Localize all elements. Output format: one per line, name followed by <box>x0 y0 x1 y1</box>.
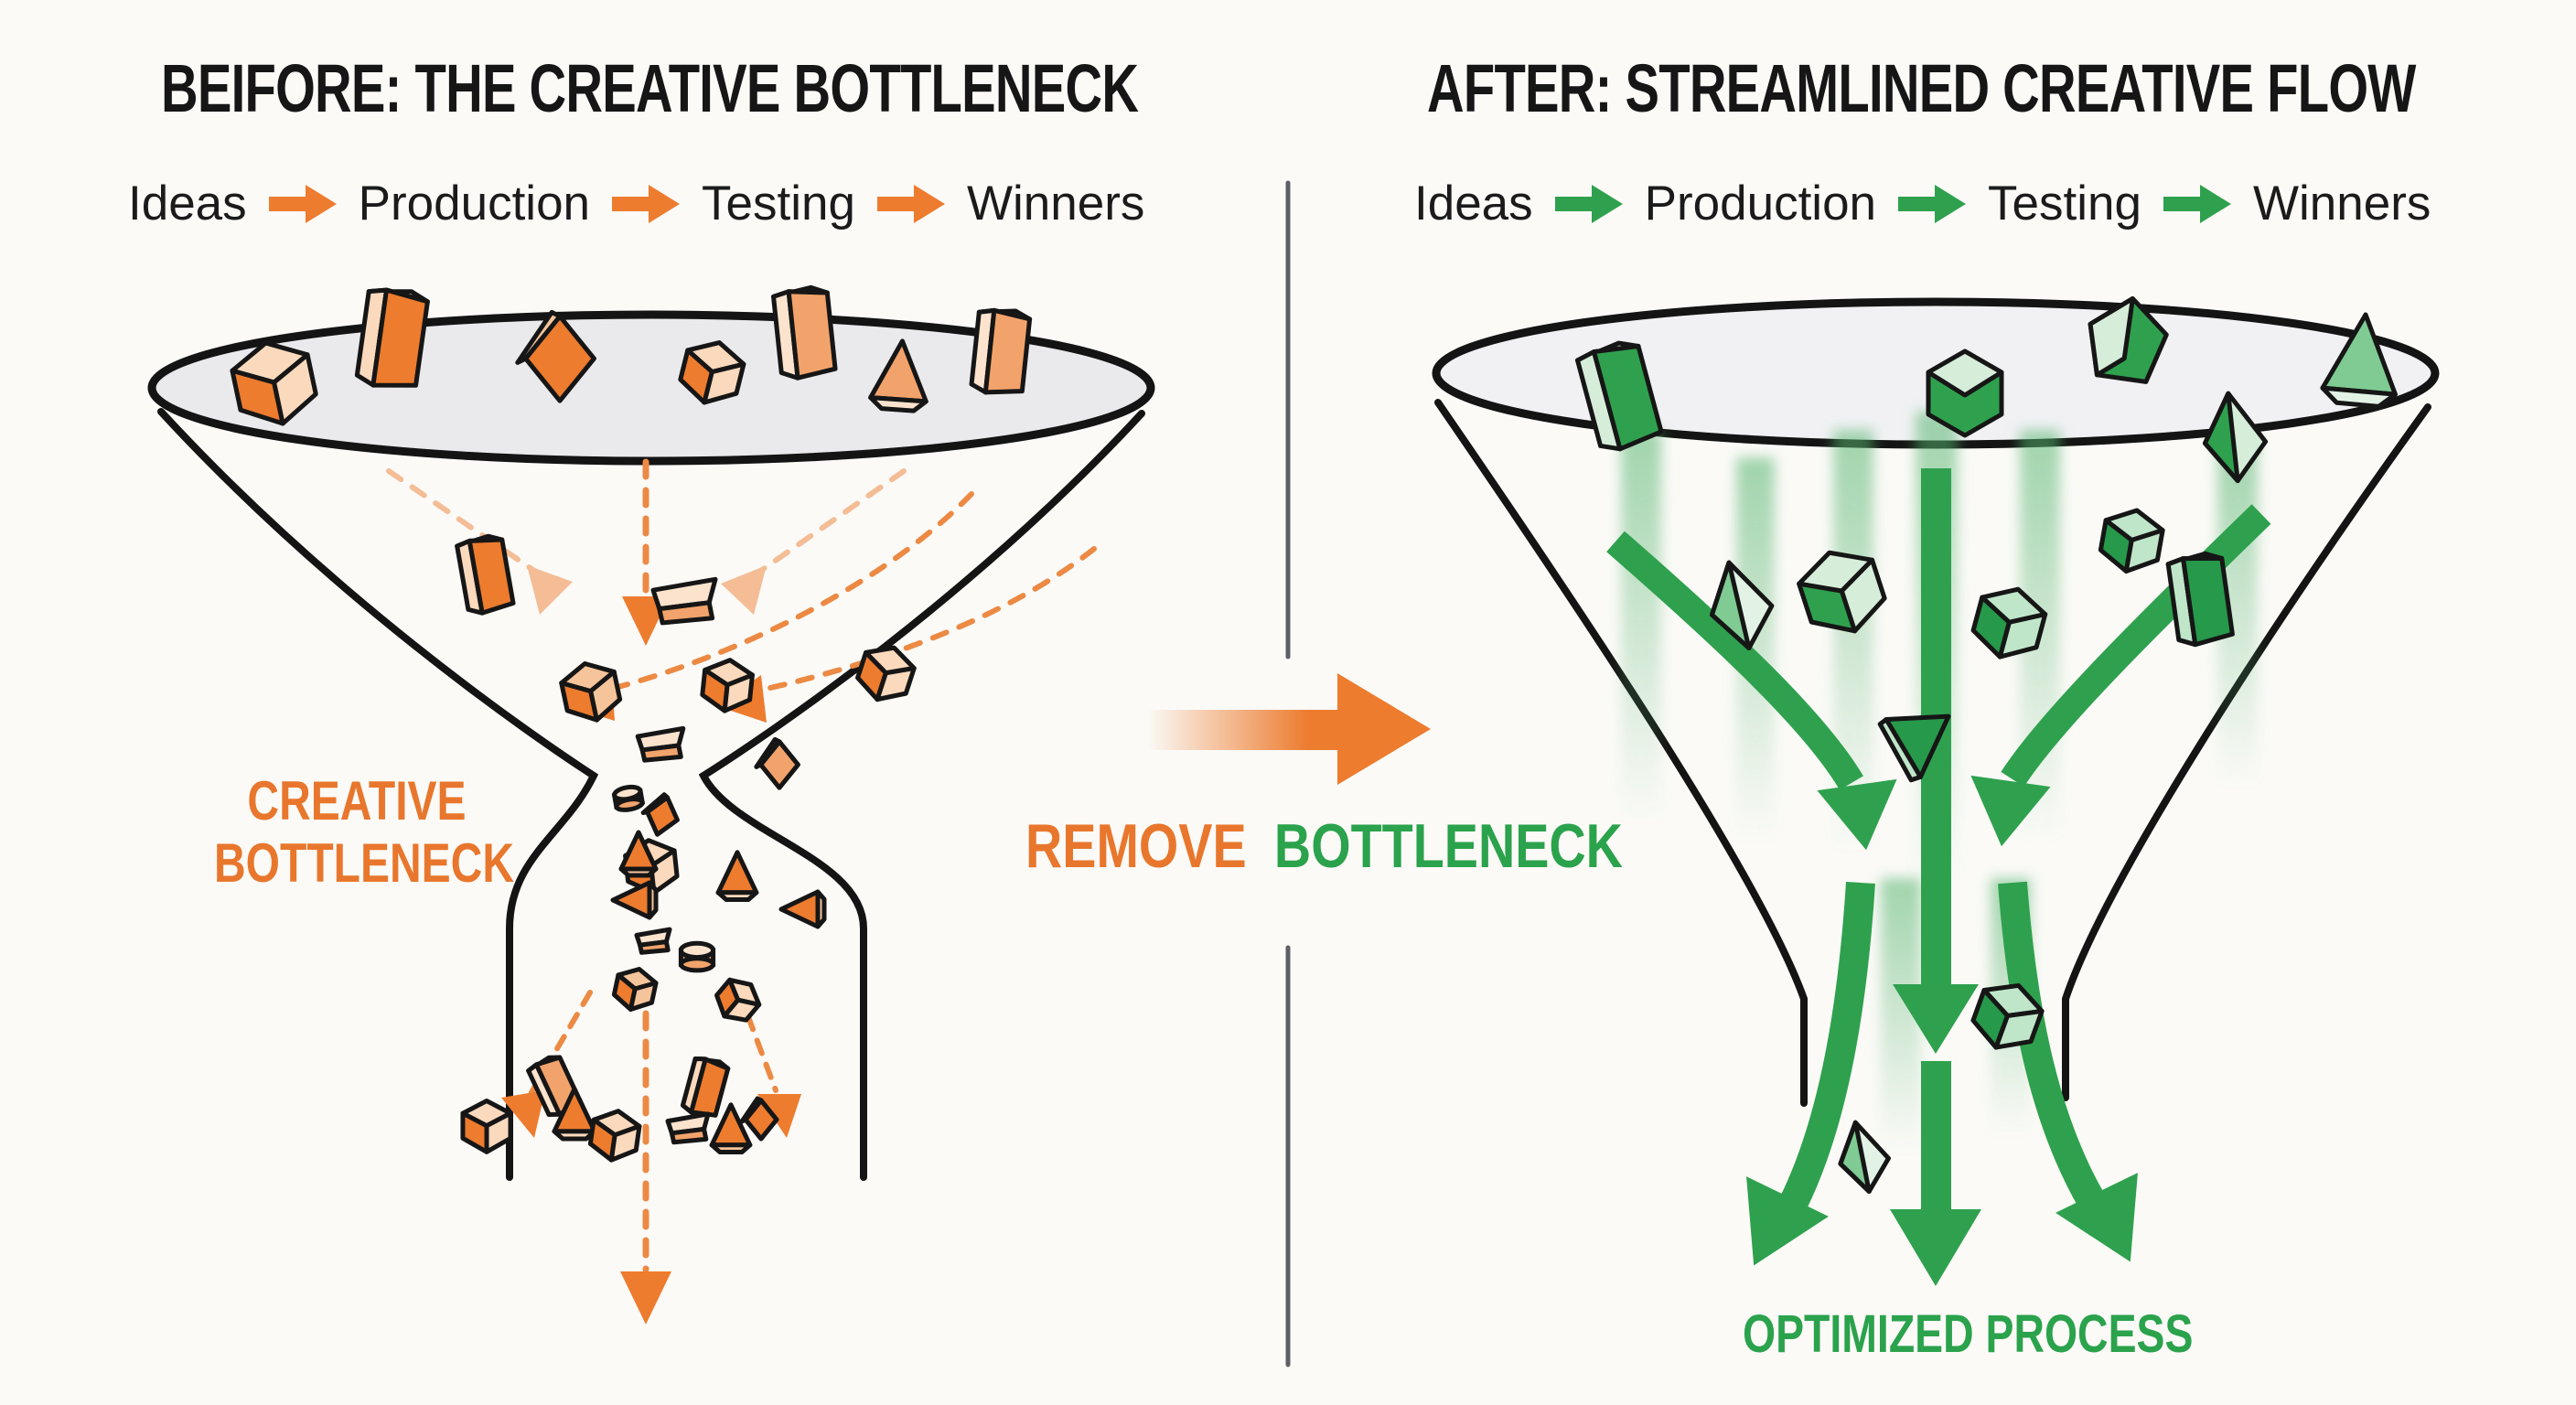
funnel-shape-wedge <box>653 579 715 623</box>
funnel-shape-cube <box>676 336 746 410</box>
after-funnel-shapes <box>1576 294 2402 1196</box>
flow-step-production: Production <box>1644 177 1877 231</box>
flow-step-production: Production <box>358 177 591 231</box>
before-funnel-shapes <box>228 285 1030 1163</box>
remove-word: REMOVE <box>1025 811 1247 881</box>
flow-step-ideas: Ideas <box>1414 177 1533 231</box>
after-funnel-wall-right <box>2062 403 2431 1101</box>
funnel-shape-pyr <box>781 892 824 927</box>
funnel-shape-diamond <box>639 790 682 838</box>
funnel-shape-box <box>971 307 1030 396</box>
before-funnel-wall-left <box>157 408 599 1181</box>
funnel-shape-cube <box>853 640 918 708</box>
after-flow-arrows <box>1606 468 2271 1286</box>
funnel-shape-cube <box>2098 506 2165 576</box>
funnel-shape-pent <box>2084 294 2171 384</box>
funnel-shape-diamond <box>757 739 799 788</box>
funnel-shape-pyr <box>2322 311 2402 407</box>
creative-bottleneck-line2: BOTTLENECK <box>214 832 514 895</box>
right-arrow-icon <box>612 184 681 223</box>
optimized-process-label: OPTIMIZED PROCESS <box>1743 1304 2194 1364</box>
right-arrow-icon <box>2163 184 2231 223</box>
funnel-shape-cyl <box>681 943 713 971</box>
funnel-shape-pyr <box>870 339 930 412</box>
funnel-shape-cube <box>1969 581 2050 665</box>
before-funnel-wall-right <box>698 410 1145 1181</box>
funnel-shape-box <box>456 534 514 616</box>
before-title: BEIFORE: THE CREATIVE BOTTLENECK <box>161 50 1139 126</box>
flow-step-ideas: Ideas <box>128 177 247 231</box>
funnel-shape-cube <box>463 1100 510 1152</box>
funnel-shape-cube <box>1793 541 1892 643</box>
funnel-shape-cube <box>612 965 658 1014</box>
funnel-shape-pyr <box>621 832 656 875</box>
before-flow-row: Ideas Production Testing Winners <box>128 176 1144 231</box>
funnel-shape-box <box>682 1056 729 1119</box>
funnel-shape-box <box>356 285 428 391</box>
funnel-shape-pyr <box>712 1105 750 1153</box>
after-funnel-wall-left <box>1434 399 1808 1107</box>
funnel-shape-pyr <box>718 853 757 900</box>
funnel-shape-wedge <box>668 1114 708 1142</box>
funnel-shape-pyr <box>554 1089 595 1139</box>
funnel-shape-cyl <box>614 785 644 811</box>
flow-step-testing: Testing <box>702 177 855 231</box>
funnel-shape-diamond <box>518 312 595 401</box>
funnel-shape-pyr <box>613 883 656 917</box>
funnel-shape-box <box>2167 552 2233 647</box>
funnel-shape-cube <box>710 972 766 1028</box>
before-dashed-arrows <box>386 458 1097 1325</box>
funnel-shape-cube <box>559 658 624 725</box>
large-right-arrow-icon <box>1147 673 1431 785</box>
funnel-shape-cube <box>228 335 320 431</box>
funnel-shape-cube <box>701 658 754 713</box>
funnel-shape-wedge <box>638 728 683 760</box>
funnel-shape-wedge <box>637 929 670 952</box>
funnel-shape-box <box>1576 338 1663 454</box>
right-arrow-icon <box>1898 184 1967 223</box>
funnel-shape-gem <box>1702 556 1780 655</box>
before-funnel <box>147 285 1155 1325</box>
funnel-shape-cube <box>588 1108 640 1163</box>
funnel-shape-tridown <box>1880 716 1948 780</box>
funnel-shape-diamond <box>742 1099 777 1139</box>
creative-bottleneck-line1: CREATIVE <box>247 770 467 831</box>
right-arrow-icon <box>876 184 945 223</box>
funnel-shape-gem <box>1834 1118 1894 1196</box>
bottleneck-word: BOTTLENECK <box>1273 811 1623 881</box>
after-title: AFTER: STREAMLINED CREATIVE FLOW <box>1427 50 2416 126</box>
remove-bottleneck-label: REMOVE BOTTLENECK <box>1025 810 1623 882</box>
flow-step-testing: Testing <box>1988 177 2141 231</box>
creative-bottleneck-label: CREATIVE BOTTLENECK <box>214 770 514 896</box>
after-flow-row: Ideas Production Testing Winners <box>1414 176 2431 231</box>
flow-step-winners: Winners <box>966 177 1145 231</box>
right-arrow-icon <box>1554 184 1623 223</box>
right-arrow-icon <box>268 184 337 223</box>
flow-step-winners: Winners <box>2252 177 2431 231</box>
funnel-shape-gem <box>2201 391 2269 483</box>
funnel-shape-cube <box>1967 975 2047 1058</box>
funnel-shape-hex <box>1928 351 2002 435</box>
funnel-shape-box <box>773 285 836 380</box>
after-funnel <box>1432 294 2440 1286</box>
